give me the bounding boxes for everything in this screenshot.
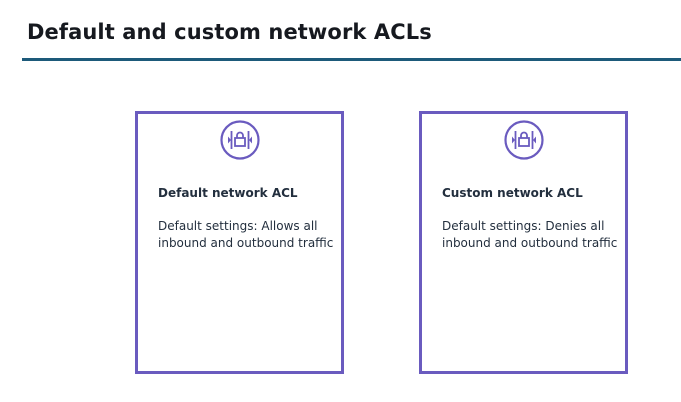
title-underline xyxy=(22,58,681,61)
network-acl-icon xyxy=(503,120,544,160)
custom-network-acl-card: Custom network ACL Default settings: Den… xyxy=(419,111,628,374)
default-network-acl-card: Default network ACL Default settings: Al… xyxy=(135,111,344,374)
page-title: Default and custom network ACLs xyxy=(27,20,432,44)
card-description: Default settings: Denies all inbound and… xyxy=(442,219,618,250)
card-title: Default network ACL xyxy=(158,186,298,200)
card-title: Custom network ACL xyxy=(442,186,583,200)
network-acl-icon xyxy=(219,120,260,160)
card-description: Default settings: Allows all inbound and… xyxy=(158,219,334,250)
